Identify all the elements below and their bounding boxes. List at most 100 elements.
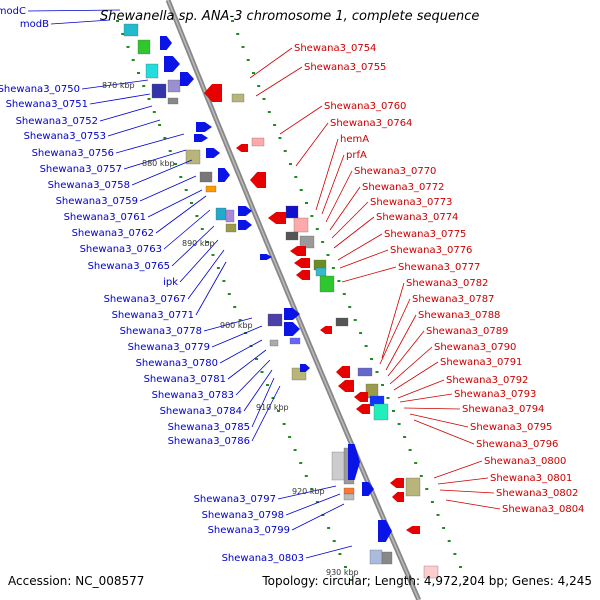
gene-label-right[interactable]: Shewana3_0791 [440,357,522,368]
gene-box [373,403,389,421]
gene-arrow [290,246,306,256]
gene-box [167,97,179,105]
gene-label-right[interactable]: Shewana3_0804 [502,504,584,515]
gene-label-left[interactable]: Shewana3_0784 [160,406,242,417]
gene-box [269,339,279,347]
tick-mark [260,371,264,373]
gene-label-right[interactable]: Shewana3_0789 [426,326,508,337]
gene-label-right[interactable]: Shewana3_0790 [434,342,516,353]
tick-mark [327,527,331,529]
backbone-highlight [167,0,420,600]
leader-line [107,119,161,137]
gene-label-left[interactable]: ipk [163,277,178,288]
gene-arrow [260,254,272,260]
leader-line [123,149,187,170]
tick-mark [349,579,353,581]
gene-label-left[interactable]: Shewana3_0778 [120,326,202,337]
gene-label-left[interactable]: Shewana3_0785 [168,422,250,433]
gene-label-right[interactable]: Shewana3_0754 [294,43,376,54]
leader-line [385,314,417,371]
gene-box [185,149,201,165]
leader-line [211,325,263,348]
gene-label-left[interactable]: Shewana3_0786 [168,436,250,447]
gene-label-left[interactable]: Shewana3_0761 [64,212,146,223]
gene-label-left[interactable]: Shewana3_0797 [194,494,276,505]
leader-line [325,170,353,223]
gene-label-left[interactable]: Shewana3_0753 [24,131,106,142]
gene-label-right[interactable]: Shewana3_0764 [330,118,412,129]
gene-label-left[interactable]: Shewana3_0803 [222,553,304,564]
gene-label-left[interactable]: Shewana3_0799 [208,525,290,536]
tick-mark [131,59,135,61]
tick-mark [294,176,298,178]
gene-label-left[interactable]: Shewana3_0763 [80,244,162,255]
gene-label-left[interactable]: modB [20,19,49,30]
tick-mark [403,436,407,438]
gene-label-right[interactable]: Shewana3_0788 [418,310,500,321]
tick-mark [337,280,341,282]
gene-label-left[interactable]: Shewana3_0762 [72,228,154,239]
gene-label-right[interactable]: Shewana3_0782 [406,278,488,289]
gene-label-right[interactable]: Shewana3_0773 [370,197,452,208]
gene-label-right[interactable]: Shewana3_0794 [462,404,544,415]
tick-mark [163,137,167,139]
gene-label-left[interactable]: Shewana3_0757 [40,164,122,175]
gene-label-left[interactable]: Shewana3_0780 [136,358,218,369]
gene-label-right[interactable]: Shewana3_0775 [384,229,466,240]
gene-label-left[interactable]: Shewana3_0756 [32,148,114,159]
leader-line [413,419,475,445]
tick-mark [216,267,220,269]
gene-label-right[interactable]: Shewana3_0796 [476,439,558,450]
gene-label-left[interactable]: Shewana3_0767 [104,294,186,305]
gene-label-left[interactable]: modC [0,6,26,17]
gene-box [199,171,213,183]
gene-arrow [338,380,354,392]
gene-label-left[interactable]: Shewana3_0752 [16,116,98,127]
tick-mark [342,293,346,295]
gene-label-right[interactable]: Shewana3_0787 [412,294,494,305]
leader-line [27,9,121,12]
gene-box [423,565,439,579]
gene-label-right[interactable]: Shewana3_0776 [390,245,472,256]
kbp-marker: 910 kbp [256,403,289,412]
tick-mark [266,384,269,386]
gene-label-right[interactable]: hemA [340,134,369,145]
gene-label-right[interactable]: Shewana3_0802 [496,488,578,499]
gene-arrow [300,364,310,372]
gene-label-left[interactable]: Shewana3_0771 [112,310,194,321]
gene-arrow [362,482,374,496]
gene-label-right[interactable]: Shewana3_0770 [354,166,436,177]
gene-label-right[interactable]: Shewana3_0772 [362,182,444,193]
gene-label-right[interactable]: Shewana3_0801 [490,473,572,484]
tick-mark [293,449,297,451]
gene-label-right[interactable]: Shewana3_0777 [398,262,480,273]
gene-label-right[interactable]: Shewana3_0800 [484,456,566,467]
kbp-marker: 890 kbp [182,239,215,248]
gene-label-left[interactable]: Shewana3_0781 [144,374,226,385]
gene-label-right[interactable]: prfA [346,150,367,161]
leader-line [337,233,383,261]
gene-arrow [378,520,392,542]
gene-label-right[interactable]: Shewana3_0793 [454,389,536,400]
gene-label-left[interactable]: Shewana3_0751 [6,99,88,110]
gene-label-left[interactable]: Shewana3_0779 [128,342,210,353]
gene-label-right[interactable]: Shewana3_0795 [470,422,552,433]
gene-label-left[interactable]: Shewana3_0759 [56,196,138,207]
leader-line [439,489,495,494]
tick-mark [326,254,330,256]
gene-label-right[interactable]: Shewana3_0755 [304,62,386,73]
gene-label-right[interactable]: Shewana3_0792 [446,375,528,386]
gene-arrow [320,326,332,334]
gene-label-left[interactable]: Shewana3_0758 [48,180,130,191]
gene-label-right[interactable]: Shewana3_0774 [376,212,458,223]
gene-label-left[interactable]: Shewana3_0798 [202,510,284,521]
gene-label-left[interactable]: Shewana3_0765 [88,261,170,272]
gene-arrow [196,122,212,132]
gene-label-left[interactable]: Shewana3_0750 [0,84,80,95]
gene-label-right[interactable]: Shewana3_0760 [324,101,406,112]
gene-label-left[interactable]: Shewana3_0783 [152,390,234,401]
tick-mark [442,527,446,529]
tick-mark [262,98,266,100]
tick-mark [179,176,183,178]
